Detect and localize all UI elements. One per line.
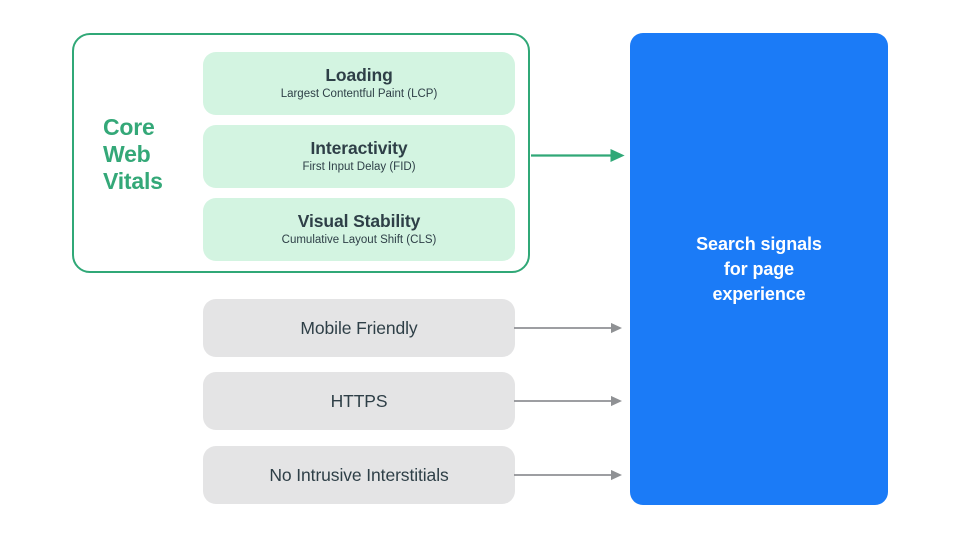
vital-card-loading-title: Loading	[325, 65, 393, 85]
core-web-vitals-group	[72, 33, 530, 273]
signal-card-https-label: HTTPS	[330, 390, 388, 411]
vital-card-interactivity-title: Interactivity	[310, 138, 408, 158]
core-web-vitals-label-line-3: Vitals	[103, 168, 163, 194]
vital-card-visual-stability-subtitle: Cumulative Layout Shift (CLS)	[281, 234, 437, 246]
signal-card-mobile-friendly: Mobile Friendly	[203, 299, 515, 357]
search-signals-panel-text: Search signals for page experience	[659, 232, 859, 307]
vital-card-interactivity-subtitle: First Input Delay (FID)	[302, 161, 416, 173]
core-web-vitals-label-line-1: Core	[103, 114, 155, 140]
core-web-vitals-label: Core Web Vitals	[103, 114, 195, 195]
signal-card-no-intrusive-interstitials: No Intrusive Interstitials	[203, 446, 515, 504]
core-web-vitals-label-line-2: Web	[103, 141, 151, 167]
vital-card-visual-stability-title: Visual Stability	[297, 211, 421, 231]
search-signals-line-3: experience	[712, 283, 806, 304]
vital-card-visual-stability: Visual Stability Cumulative Layout Shift…	[203, 198, 515, 261]
signal-card-no-intrusive-interstitials-label: No Intrusive Interstitials	[269, 464, 449, 485]
search-signals-panel: Search signals for page experience	[630, 33, 888, 505]
search-signals-line-1: Search signals	[696, 233, 822, 254]
vital-card-loading: Loading Largest Contentful Paint (LCP)	[203, 52, 515, 115]
vital-card-interactivity: Interactivity First Input Delay (FID)	[203, 125, 515, 188]
search-signals-line-2: for page	[723, 258, 795, 279]
signal-card-https: HTTPS	[203, 372, 515, 430]
signal-card-mobile-friendly-label: Mobile Friendly	[300, 317, 418, 338]
vital-card-loading-subtitle: Largest Contentful Paint (LCP)	[280, 88, 438, 100]
